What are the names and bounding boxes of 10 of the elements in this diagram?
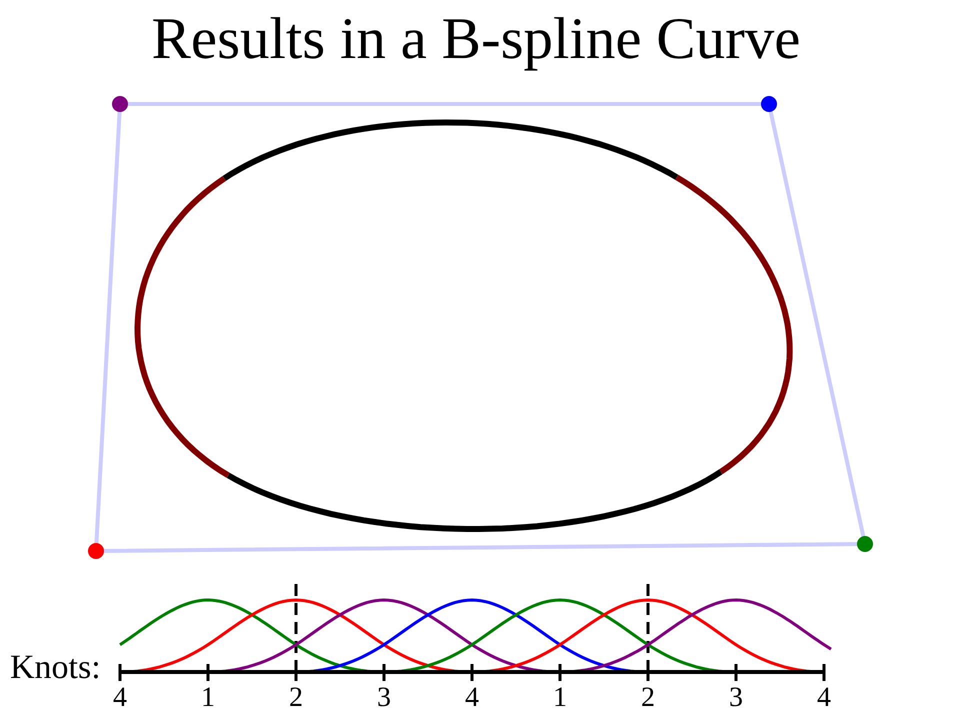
- knot-label: 2: [641, 684, 655, 712]
- knot-label: 3: [377, 684, 391, 712]
- knot-label: 4: [465, 684, 479, 712]
- knot-label: 3: [729, 684, 743, 712]
- knot-label: 4: [113, 684, 127, 712]
- axis-label: Knots:: [10, 651, 101, 685]
- knot-label: 4: [817, 684, 831, 712]
- knot-label: 1: [553, 684, 567, 712]
- knot-label: 1: [201, 684, 215, 712]
- knot-label: 2: [289, 684, 303, 712]
